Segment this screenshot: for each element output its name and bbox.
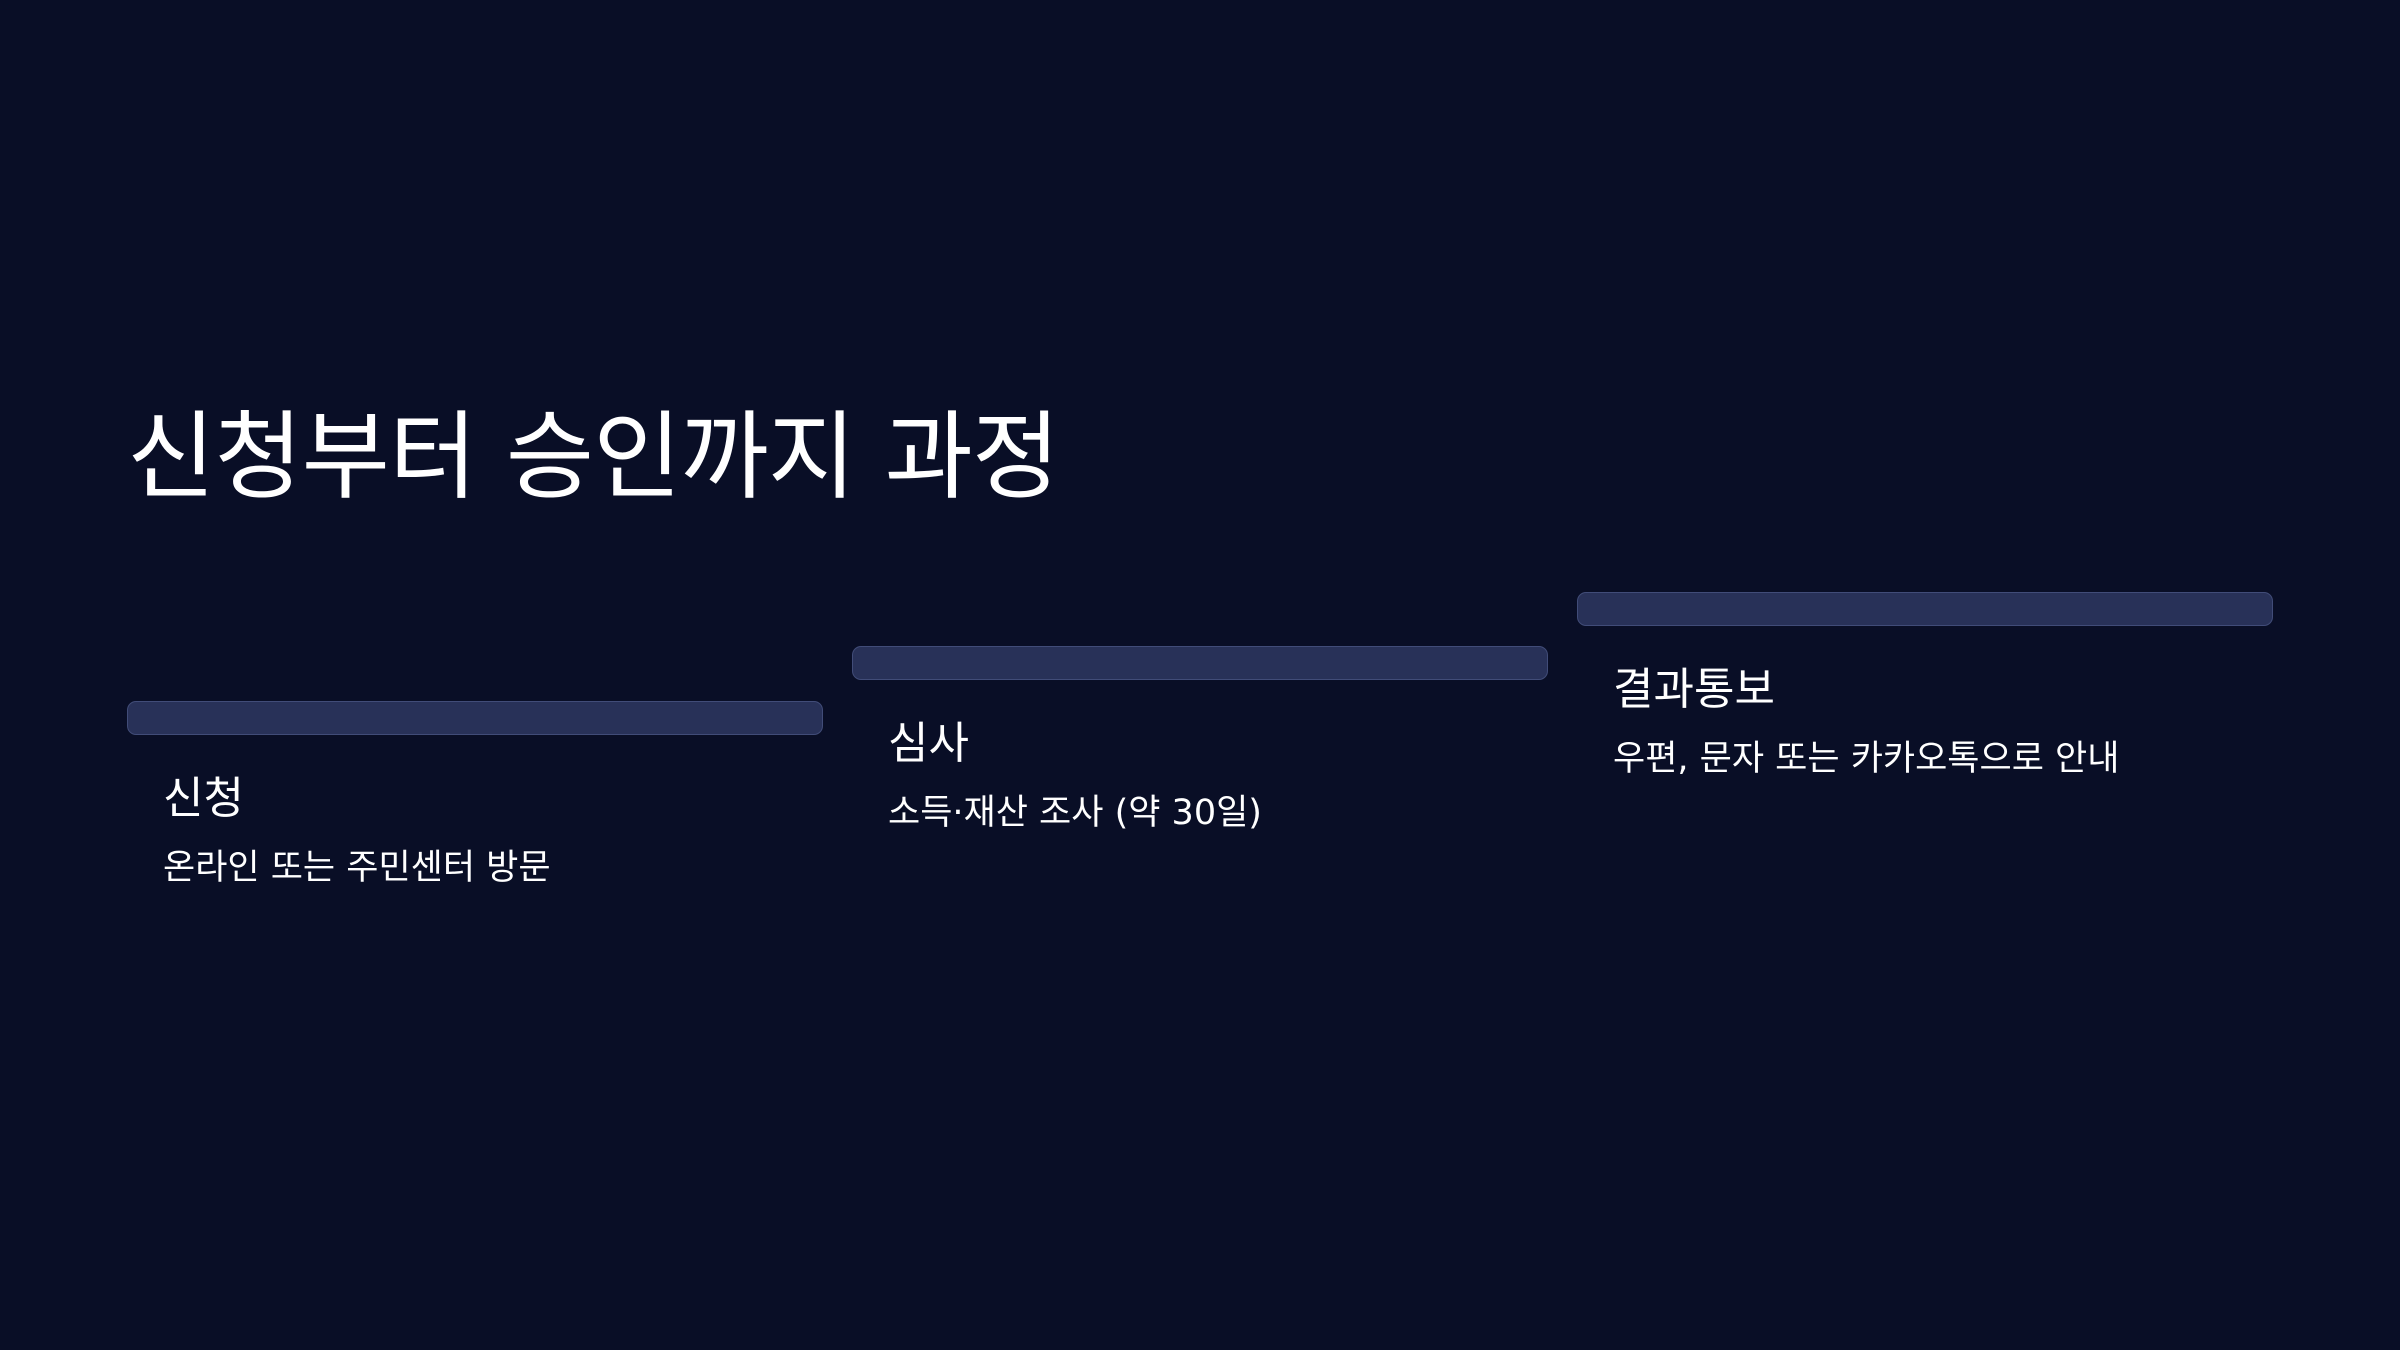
step-bar — [1577, 592, 2273, 626]
slide-title: 신청부터 승인까지 과정 — [127, 401, 1060, 513]
step-bar — [127, 701, 823, 735]
step-title: 심사 — [888, 718, 969, 769]
step-review: 심사 소득·재산 조사 (약 30일) — [852, 646, 1550, 836]
step-description: 온라인 또는 주민센터 방문 — [163, 847, 551, 888]
step-title: 신청 — [163, 773, 244, 824]
step-result-notice: 결과통보 우편, 문자 또는 카카오톡으로 안내 — [1577, 592, 2275, 782]
step-title: 결과통보 — [1613, 664, 1775, 715]
step-description: 소득·재산 조사 (약 30일) — [888, 792, 1262, 833]
step-bar — [852, 646, 1548, 680]
step-description: 우편, 문자 또는 카카오톡으로 안내 — [1613, 738, 2120, 779]
step-apply: 신청 온라인 또는 주민센터 방문 — [127, 701, 825, 891]
